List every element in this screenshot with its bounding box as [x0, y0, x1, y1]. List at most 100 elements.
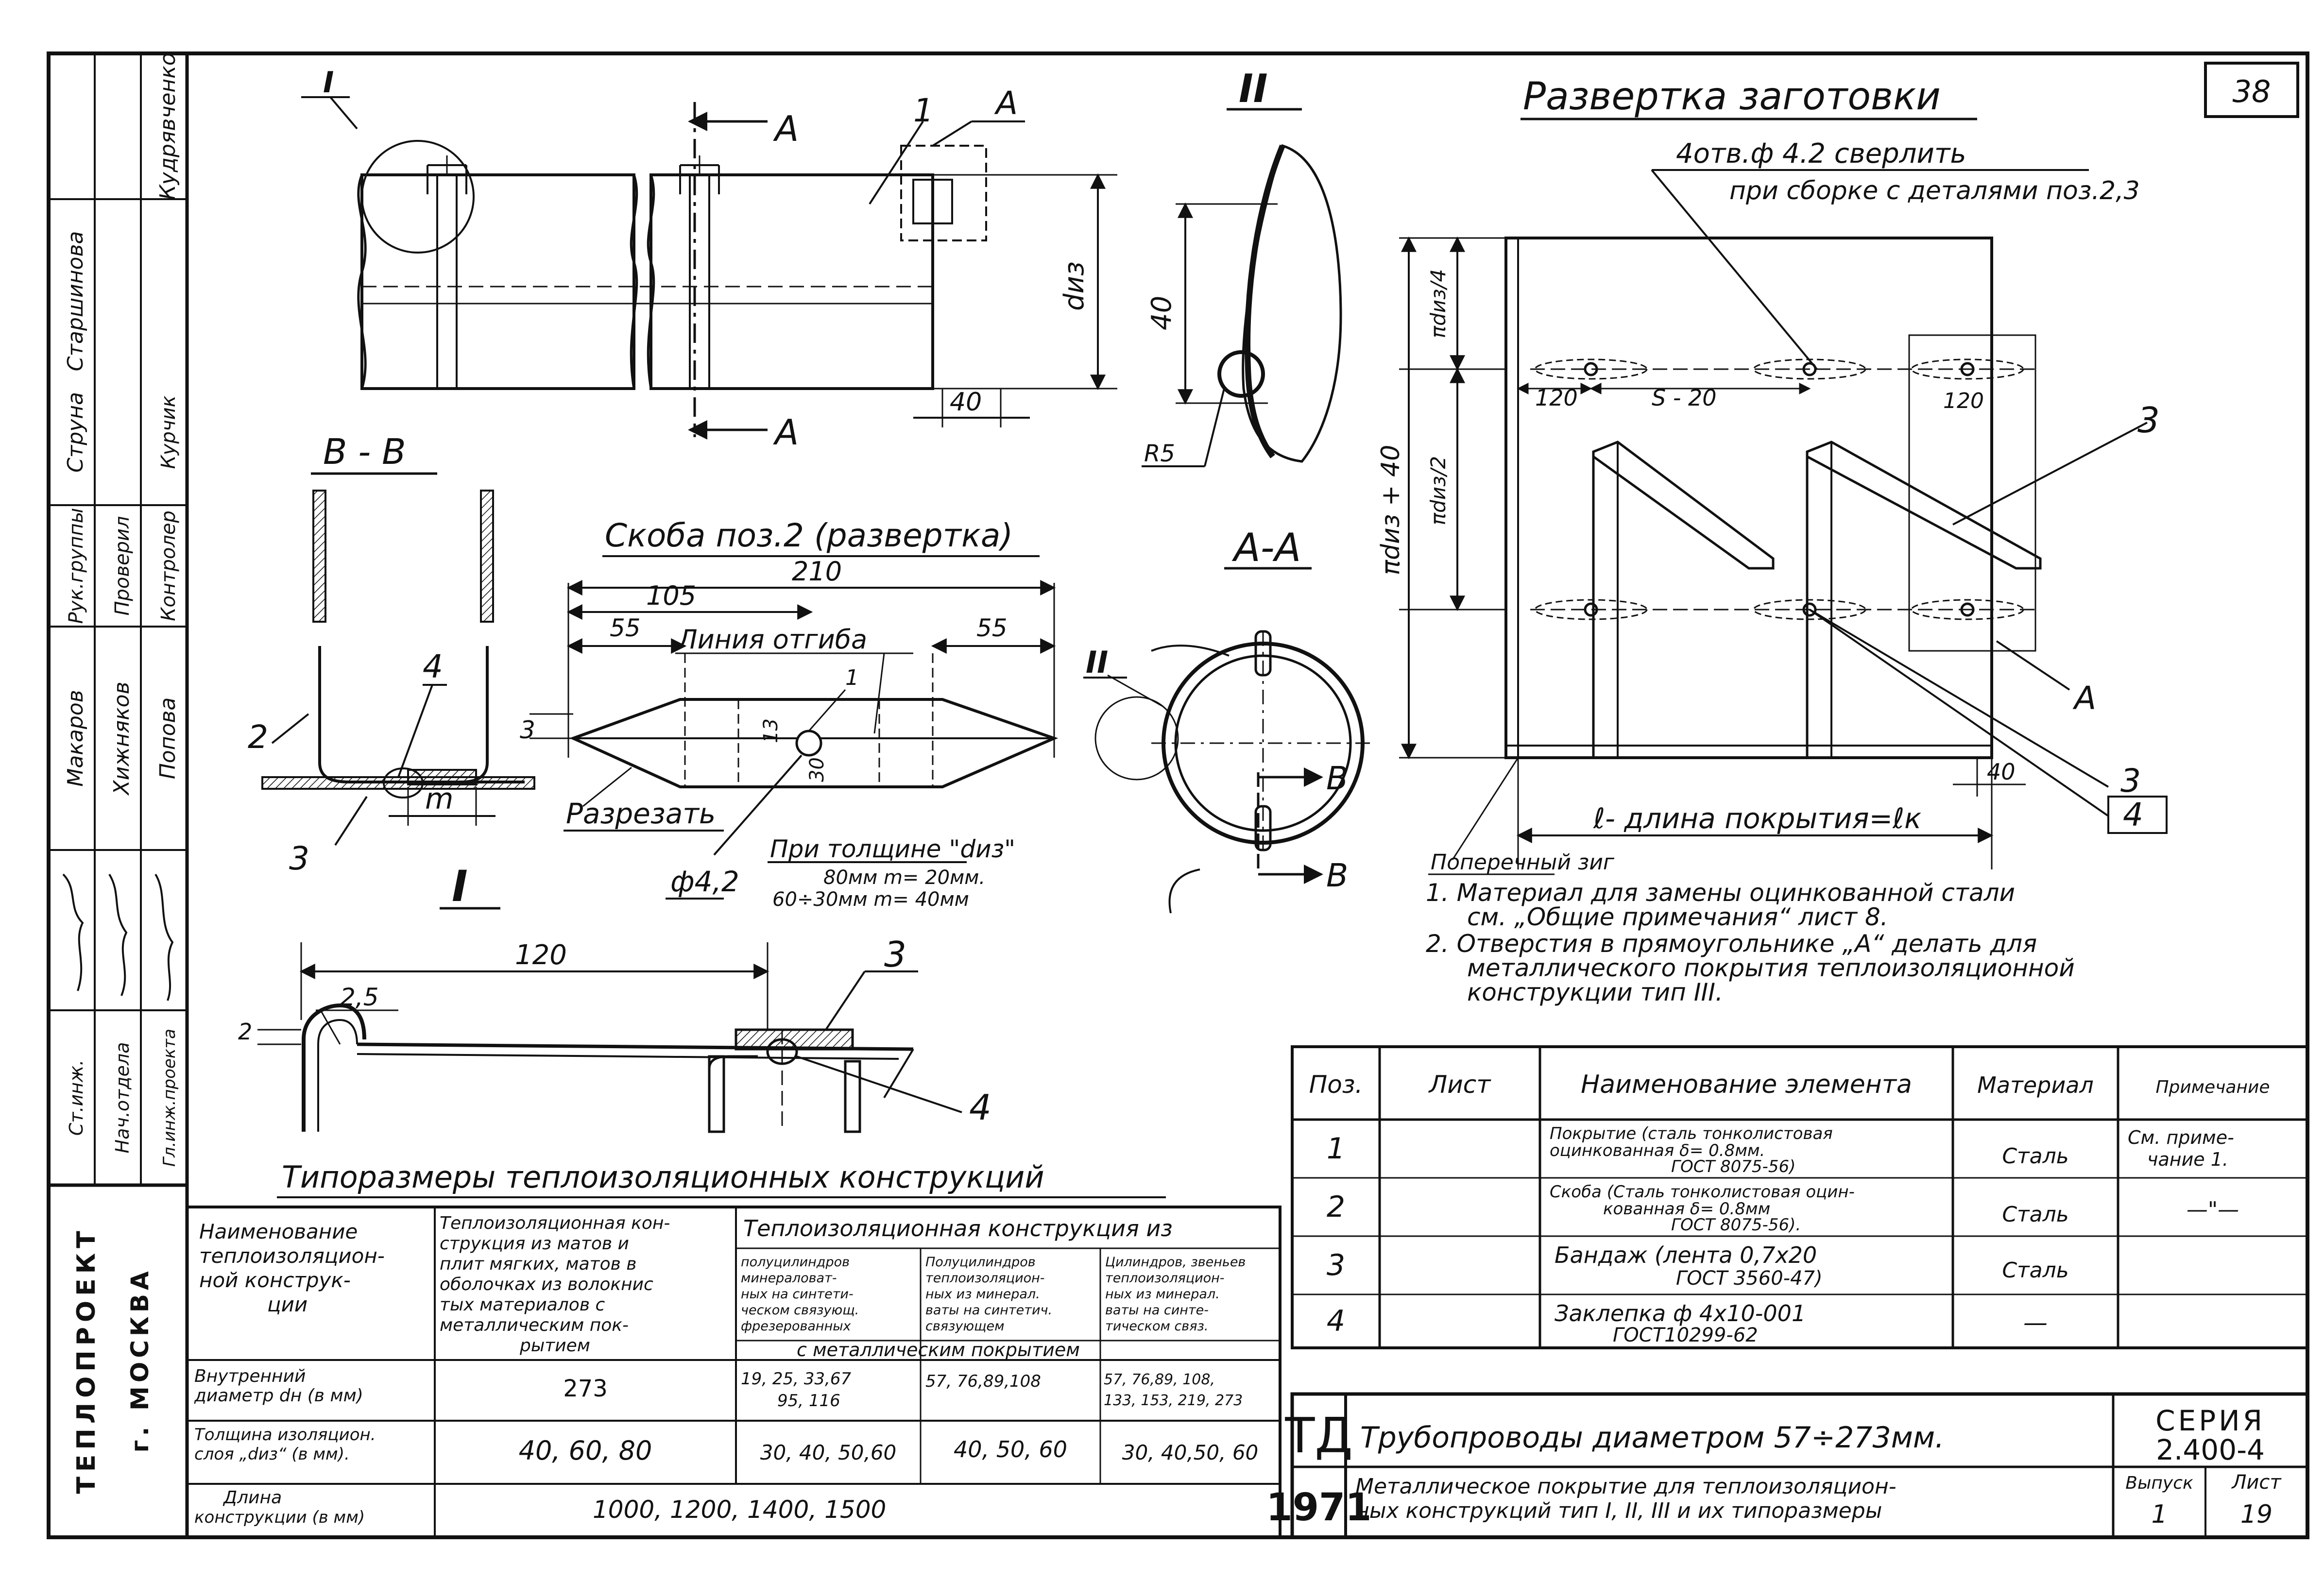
- spec-row-2-name-3: ГОСТ 8075-56).: [1671, 1215, 1801, 1235]
- spec-row-1-name-2: оцинкованная δ= 0.8мм.: [1550, 1141, 1765, 1160]
- sizes-header-name-3: ной конструк-: [199, 1268, 351, 1292]
- drill-note-2: при сборке с деталями поз.2,3: [1729, 176, 2140, 205]
- dim-40-view-II: 40: [1146, 296, 1178, 330]
- dim-105: 105: [646, 580, 696, 611]
- spec-header-note: Примечание: [2155, 1077, 2270, 1097]
- cut-label: Разрезать: [566, 797, 716, 830]
- dim-13: 13: [760, 718, 782, 743]
- spec-row-1-note-1: См. приме-: [2128, 1127, 2234, 1148]
- dim-2-5: 2,5: [340, 983, 379, 1011]
- sizes-header-mats-3: плит мягких, матов в: [440, 1254, 637, 1274]
- spec-header-name: Наименование элемента: [1581, 1070, 1912, 1099]
- sizes-sub-1-2: минераловат-: [741, 1271, 837, 1286]
- notes: 1. Материал для замены оцинкованной стал…: [1426, 879, 2075, 1006]
- dim-120-dev: 120: [1535, 385, 1578, 411]
- title-line-1: Трубопроводы диаметром 57÷273мм.: [1360, 1421, 1944, 1455]
- drill-note-1: 4отв.ф 4.2 сверлить: [1676, 138, 1966, 170]
- sheet-value: 19: [2240, 1500, 2273, 1529]
- sizes-row-2-name-2: слоя „dиз“ (в мм).: [194, 1445, 350, 1464]
- spec-row-2-note: —"—: [2187, 1197, 2239, 1222]
- bracket-development: Скоба поз.2 (развертка) 210 105 55 55 Ли…: [520, 517, 1059, 911]
- dim-120-right: 120: [1943, 389, 1984, 413]
- stamp-role-3: Контролер: [157, 510, 180, 621]
- dim-diameter: dиз: [1059, 261, 1090, 311]
- development-title: Развертка заготовки: [1523, 75, 1941, 119]
- dim-30: 30: [806, 757, 828, 782]
- sizes-header-mats-6: металлическим пок-: [440, 1315, 629, 1335]
- spec-row-3-pos: 3: [1327, 1248, 1345, 1282]
- dim-40-main: 40: [950, 388, 982, 417]
- sizes-sub-2-4: ваты на синтетич.: [925, 1303, 1052, 1318]
- sizes-row-1-name-2: диаметр dн (в мм): [194, 1386, 363, 1406]
- view-II-marker: II: [1086, 645, 1108, 680]
- dim-pi-d-plus-40: πdиз + 40: [1376, 445, 1405, 576]
- sizes-header-name-4: ции: [267, 1292, 308, 1316]
- sizes-row-1-c2: 57, 76,89,108: [925, 1372, 1041, 1391]
- spec-row-1-pos: 1: [1327, 1132, 1345, 1166]
- section-marker-b-bottom: B: [1326, 857, 1348, 894]
- sizes-header-mats-2: струкция из матов и: [440, 1234, 629, 1254]
- sizes-sub-1-5: фрезерованных: [741, 1319, 852, 1334]
- title-line-2a: Металлическое покрытие для теплоизоляцио…: [1355, 1474, 1897, 1499]
- thickness-title: При толщине "dиз": [770, 835, 1015, 863]
- spec-row-4-pos: 4: [1327, 1304, 1345, 1338]
- stamp-role-2: Проверил: [111, 516, 134, 615]
- dim-120-detail: 120: [515, 939, 567, 971]
- stamp-name-3: Струна: [63, 392, 88, 473]
- fold-line-label: Линия отгиба: [677, 624, 867, 655]
- spec-header-material: Материал: [1977, 1072, 2094, 1098]
- dim-55-right: 55: [976, 614, 1008, 642]
- sizes-length-name-2: конструкции (в мм): [194, 1508, 365, 1527]
- sizes-row-2-mats: 40, 60, 80: [519, 1435, 652, 1466]
- stamp-organization: ТЕПЛОПРОЕКТ: [72, 1226, 101, 1494]
- sizes-header-mats-7: рытием: [519, 1336, 590, 1356]
- view-AA-title: A-A: [1231, 525, 1301, 570]
- sizes-sub-1-4: ческом связующ.: [741, 1303, 859, 1318]
- sizes-row-2-c2: 40, 50, 60: [954, 1436, 1067, 1462]
- spec-row-4-name-1: Заклепка ф 4х10-001: [1555, 1300, 1806, 1326]
- stamp-role-6: Гл.инж.проекта: [160, 1029, 179, 1167]
- sizes-table-title: Типоразмеры теплоизоляционных конструкци…: [282, 1159, 1044, 1195]
- sizes-sub-2-5: связующем: [925, 1319, 1004, 1334]
- note-1-line-2: см. „Общие примечания“ лист 8.: [1467, 903, 1888, 931]
- stamp-name-1: Старшинова: [63, 231, 88, 372]
- spec-row-3-name-2: ГОСТ 3560-47): [1676, 1267, 1823, 1290]
- stamp-name-6: Хижняков: [109, 681, 134, 796]
- dev-pos-3: 3: [2137, 400, 2160, 441]
- sizes-row-1-c3-2: 133, 153, 219, 273: [1104, 1392, 1243, 1409]
- sizes-sub-1-3: ных на синтети-: [741, 1287, 854, 1302]
- signature-2: [108, 873, 128, 996]
- signature-3: [154, 873, 174, 1001]
- view-BB: B - B 2 4 3 m: [248, 431, 535, 877]
- sizes-header-name-1: Наименование: [199, 1220, 358, 1243]
- sizes-sub-footer: с металлическим покрытием: [797, 1339, 1080, 1360]
- view-II-title: II: [1239, 66, 1268, 111]
- note-1-line-1: 1. Материал для замены оцинкованной стал…: [1426, 879, 2015, 907]
- dev-label-a: A: [2072, 680, 2096, 717]
- spec-row-1-name-1: Покрытие (сталь тонколистовая: [1550, 1124, 1833, 1143]
- note-2-line-1: 2. Отверстия в прямоугольнике „А“ делать…: [1426, 930, 2037, 958]
- thickness-80: 80мм m= 20мм.: [823, 867, 985, 889]
- dev-pos-3b: 3: [2120, 762, 2141, 799]
- stamp-name-2: Кудрявченко: [155, 52, 180, 200]
- spec-row-1-name-3: ГОСТ 8075-56): [1671, 1157, 1795, 1176]
- view-II: II 40 R5: [1142, 66, 1342, 467]
- sizes-row-1-c3-1: 57, 76,89, 108,: [1104, 1371, 1215, 1388]
- sizes-row-1-c1-1: 19, 25, 33,67: [741, 1369, 851, 1389]
- cover-length: ℓ- длина покрытия=ℓк: [1593, 802, 1921, 835]
- issue-value: 1: [2151, 1500, 2167, 1529]
- bb-pos-3: 3: [289, 840, 309, 877]
- detail-I-title: I: [452, 861, 468, 911]
- view-marker-I: I: [323, 66, 334, 100]
- section-marker-a-bottom: A: [773, 412, 799, 453]
- spec-row-2-material: Сталь: [2002, 1202, 2068, 1227]
- title-line-2b: ных конструкций тип I, II, III и их типо…: [1355, 1498, 1882, 1523]
- detail-I: I 120 3 4 2,5 2: [238, 861, 991, 1133]
- spec-row-3-material: Сталь: [2002, 1258, 2068, 1283]
- hole-4-2: ф4,2: [670, 865, 739, 898]
- spec-row-2-name-2: кованная δ= 0.8мм: [1603, 1199, 1770, 1219]
- spec-row-3-name-1: Бандаж (лента 0,7х20: [1555, 1242, 1817, 1268]
- sizes-length-values: 1000, 1200, 1400, 1500: [593, 1496, 886, 1524]
- blank-outline: [1504, 237, 1993, 759]
